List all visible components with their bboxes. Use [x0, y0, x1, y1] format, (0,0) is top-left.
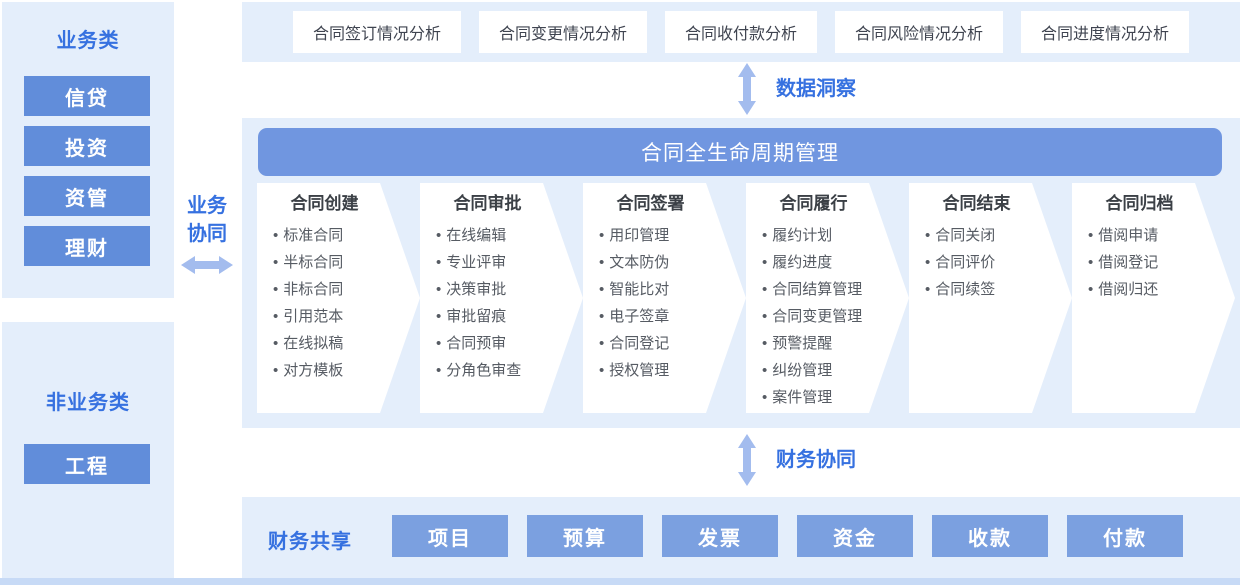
stage-item: 合同变更管理 — [762, 303, 865, 330]
stage-contract-signing: 合同签署 用印管理 文本防伪 智能比对 电子签章 合同登记 授权管理 — [583, 183, 746, 413]
stage-item: 借阅归还 — [1088, 276, 1191, 303]
business-category-panel: 业务类 信贷 投资 资管 理财 — [2, 2, 174, 298]
stage-item: 审批留痕 — [436, 303, 539, 330]
analysis-box-risk: 合同风险情况分析 — [835, 11, 1004, 53]
stage-item: 借阅申请 — [1088, 222, 1191, 249]
non-business-category-panel: 非业务类 工程 — [2, 322, 174, 585]
data-insight-label: 数据洞察 — [776, 78, 856, 100]
double-arrow-horizontal-icon — [181, 254, 233, 276]
stage-item-list: 借阅申请 借阅登记 借阅归还 — [1088, 222, 1191, 303]
stage-item: 履约进度 — [762, 249, 865, 276]
finance-sharing-title: 财务共享 — [268, 531, 352, 553]
finance-item-receipt: 收款 — [932, 515, 1048, 557]
business-item-investment: 投资 — [24, 126, 150, 166]
business-collab-label: 业务协同 — [187, 195, 227, 245]
stage-item: 纠纷管理 — [762, 357, 865, 384]
business-item-wealth: 理财 — [24, 226, 150, 266]
stage-item-list: 用印管理 文本防伪 智能比对 电子签章 合同登记 授权管理 — [599, 222, 702, 384]
stage-item: 非标合同 — [273, 276, 376, 303]
stage-contract-creation: 合同创建 标准合同 半标合同 非标合同 引用范本 在线拟稿 对方模板 — [257, 183, 420, 413]
stage-item: 合同评价 — [925, 249, 1028, 276]
stage-item: 电子签章 — [599, 303, 702, 330]
stage-item: 合同续签 — [925, 276, 1028, 303]
non-business-category-title: 非业务类 — [46, 392, 130, 414]
double-arrow-vertical-icon — [736, 63, 758, 115]
finance-item-budget: 预算 — [527, 515, 643, 557]
non-business-item-engineering: 工程 — [24, 444, 150, 484]
stage-item: 半标合同 — [273, 249, 376, 276]
stage-item: 分角色审查 — [436, 357, 539, 384]
stage-contract-archiving: 合同归档 借阅申请 借阅登记 借阅归还 — [1072, 183, 1235, 413]
lifecycle-title-bar: 合同全生命周期管理 — [258, 128, 1222, 176]
stage-item: 用印管理 — [599, 222, 702, 249]
business-item-asset-mgmt: 资管 — [24, 176, 150, 216]
stage-item: 引用范本 — [273, 303, 376, 330]
stage-item: 在线编辑 — [436, 222, 539, 249]
stage-item: 合同预审 — [436, 330, 539, 357]
analysis-band: 合同签订情况分析 合同变更情况分析 合同收付款分析 合同风险情况分析 合同进度情… — [242, 2, 1240, 62]
stage-item: 合同结算管理 — [762, 276, 865, 303]
business-collab-connector: 业务协同 — [178, 192, 236, 276]
stage-item-list: 合同关闭 合同评价 合同续签 — [925, 222, 1028, 303]
stage-item: 案件管理 — [762, 384, 865, 411]
lifecycle-stages: 合同创建 标准合同 半标合同 非标合同 引用范本 在线拟稿 对方模板 合同审批 … — [257, 183, 1235, 413]
non-business-category-list: 工程 — [24, 444, 150, 484]
stage-item: 对方模板 — [273, 357, 376, 384]
business-category-list: 信贷 投资 资管 理财 — [24, 76, 150, 266]
analysis-box-progress: 合同进度情况分析 — [1021, 11, 1190, 53]
stage-item-list: 在线编辑 专业评审 决策审批 审批留痕 合同预审 分角色审查 — [436, 222, 539, 384]
stage-contract-performance: 合同履行 履约计划 履约进度 合同结算管理 合同变更管理 预警提醒 纠纷管理 案… — [746, 183, 909, 413]
stage-item: 决策审批 — [436, 276, 539, 303]
analysis-box-signing: 合同签订情况分析 — [292, 11, 461, 53]
stage-item: 标准合同 — [273, 222, 376, 249]
stage-contract-closing: 合同结束 合同关闭 合同评价 合同续签 — [909, 183, 1072, 413]
finance-collab-label: 财务协同 — [776, 449, 856, 471]
stage-item-list: 标准合同 半标合同 非标合同 引用范本 在线拟稿 对方模板 — [273, 222, 376, 384]
analysis-box-payment: 合同收付款分析 — [664, 11, 817, 53]
stage-item: 合同登记 — [599, 330, 702, 357]
stage-item: 专业评审 — [436, 249, 539, 276]
bottom-accent-strip — [0, 578, 1240, 585]
finance-sharing-panel: 财务共享 项目 预算 发票 资金 收款 付款 — [242, 497, 1240, 585]
stage-item: 预警提醒 — [762, 330, 865, 357]
finance-item-invoice: 发票 — [662, 515, 778, 557]
stage-contract-approval: 合同审批 在线编辑 专业评审 决策审批 审批留痕 合同预审 分角色审查 — [420, 183, 583, 413]
finance-collab-connector: 财务协同 — [736, 434, 856, 486]
data-insight-connector: 数据洞察 — [736, 63, 856, 115]
stage-item: 合同关闭 — [925, 222, 1028, 249]
stage-item: 在线拟稿 — [273, 330, 376, 357]
business-item-credit: 信贷 — [24, 76, 150, 116]
stage-item: 智能比对 — [599, 276, 702, 303]
finance-item-payment: 付款 — [1067, 515, 1183, 557]
finance-item-project: 项目 — [392, 515, 508, 557]
stage-item: 借阅登记 — [1088, 249, 1191, 276]
stage-item: 文本防伪 — [599, 249, 702, 276]
finance-module-list: 项目 预算 发票 资金 收款 付款 — [392, 515, 1183, 557]
lifecycle-panel: 合同全生命周期管理 合同创建 标准合同 半标合同 非标合同 引用范本 在线拟稿 … — [242, 118, 1240, 428]
finance-item-funds: 资金 — [797, 515, 913, 557]
stage-item: 授权管理 — [599, 357, 702, 384]
business-category-title: 业务类 — [56, 30, 120, 52]
stage-item: 履约计划 — [762, 222, 865, 249]
stage-item-list: 履约计划 履约进度 合同结算管理 合同变更管理 预警提醒 纠纷管理 案件管理 — [762, 222, 865, 411]
double-arrow-vertical-icon — [736, 434, 758, 486]
analysis-box-change: 合同变更情况分析 — [478, 11, 647, 53]
